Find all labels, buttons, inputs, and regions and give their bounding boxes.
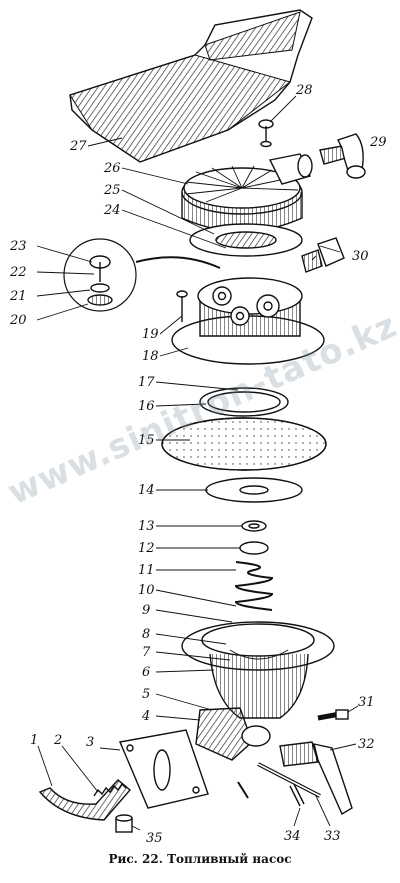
callout-10: 10 <box>138 583 155 598</box>
part-spring-seat <box>239 541 269 555</box>
callout-22: 22 <box>9 265 27 280</box>
callout-28: 28 <box>295 83 313 98</box>
leader-lines <box>36 95 359 831</box>
callout-20: 20 <box>9 313 27 328</box>
callout-31: 31 <box>358 695 375 710</box>
figure-caption: Рис. 22. Топливный насос <box>108 852 292 866</box>
part-ring-spacer <box>199 387 289 417</box>
callout-24: 24 <box>103 203 121 218</box>
part-priming-lever <box>38 779 131 821</box>
part-pump-body <box>171 277 325 365</box>
callout-30: 30 <box>352 249 369 264</box>
part-cotter-pin <box>289 783 305 807</box>
callout-32: 32 <box>358 737 375 752</box>
callout-25: 25 <box>103 183 121 198</box>
part-washer <box>241 520 267 532</box>
callout-15: 15 <box>138 433 155 448</box>
callout-29: 29 <box>369 135 387 150</box>
part-screw-right <box>317 709 349 721</box>
part-cover-plate <box>69 9 313 163</box>
callout-4: 4 <box>141 709 150 724</box>
part-top-cover <box>181 153 313 233</box>
callout-14: 14 <box>138 483 155 498</box>
callout-21: 21 <box>9 289 27 304</box>
part-drive-lever <box>195 707 271 761</box>
callout-6: 6 <box>142 665 150 680</box>
callout-16: 16 <box>138 399 155 414</box>
part-body-screw <box>176 290 188 322</box>
part-diaphragm-plate <box>205 477 303 503</box>
part-valve-assembly <box>63 238 221 312</box>
part-elbow-fitting <box>319 133 366 179</box>
part-manual-lever <box>279 741 353 816</box>
callout-18: 18 <box>142 349 159 364</box>
part-filter-gasket <box>189 223 303 257</box>
part-outlet-fitting <box>301 237 345 273</box>
part-axle-pin <box>257 762 321 798</box>
callout-23: 23 <box>9 239 27 254</box>
callout-26: 26 <box>103 161 121 176</box>
callout-8: 8 <box>142 627 150 642</box>
part-cover-screw <box>258 119 274 148</box>
callout-12: 12 <box>138 541 155 556</box>
callout-7: 7 <box>142 645 151 660</box>
part-lower-housing <box>181 621 335 719</box>
callout-27: 27 <box>69 139 87 154</box>
part-diaphragm <box>161 417 327 471</box>
callout-34: 34 <box>284 829 301 844</box>
callout-13: 13 <box>138 519 155 534</box>
callout-17: 17 <box>138 375 155 390</box>
callout-19: 19 <box>142 327 159 342</box>
callout-5: 5 <box>142 687 150 702</box>
callout-33: 33 <box>324 829 341 844</box>
callout-1: 1 <box>30 733 38 748</box>
part-small-pin <box>237 781 249 799</box>
callout-9: 9 <box>142 603 150 618</box>
callout-3: 3 <box>86 735 94 750</box>
part-mounting-gasket <box>119 729 209 809</box>
part-roller <box>115 814 133 833</box>
part-lever-spring <box>93 782 127 797</box>
callout-2: 2 <box>53 733 62 748</box>
callout-11: 11 <box>138 563 155 578</box>
callout-labels: 1 2 3 4 5 6 7 8 9 10 11 12 13 14 15 16 1… <box>9 83 387 846</box>
part-spring <box>234 561 274 611</box>
callout-35: 35 <box>146 831 163 846</box>
